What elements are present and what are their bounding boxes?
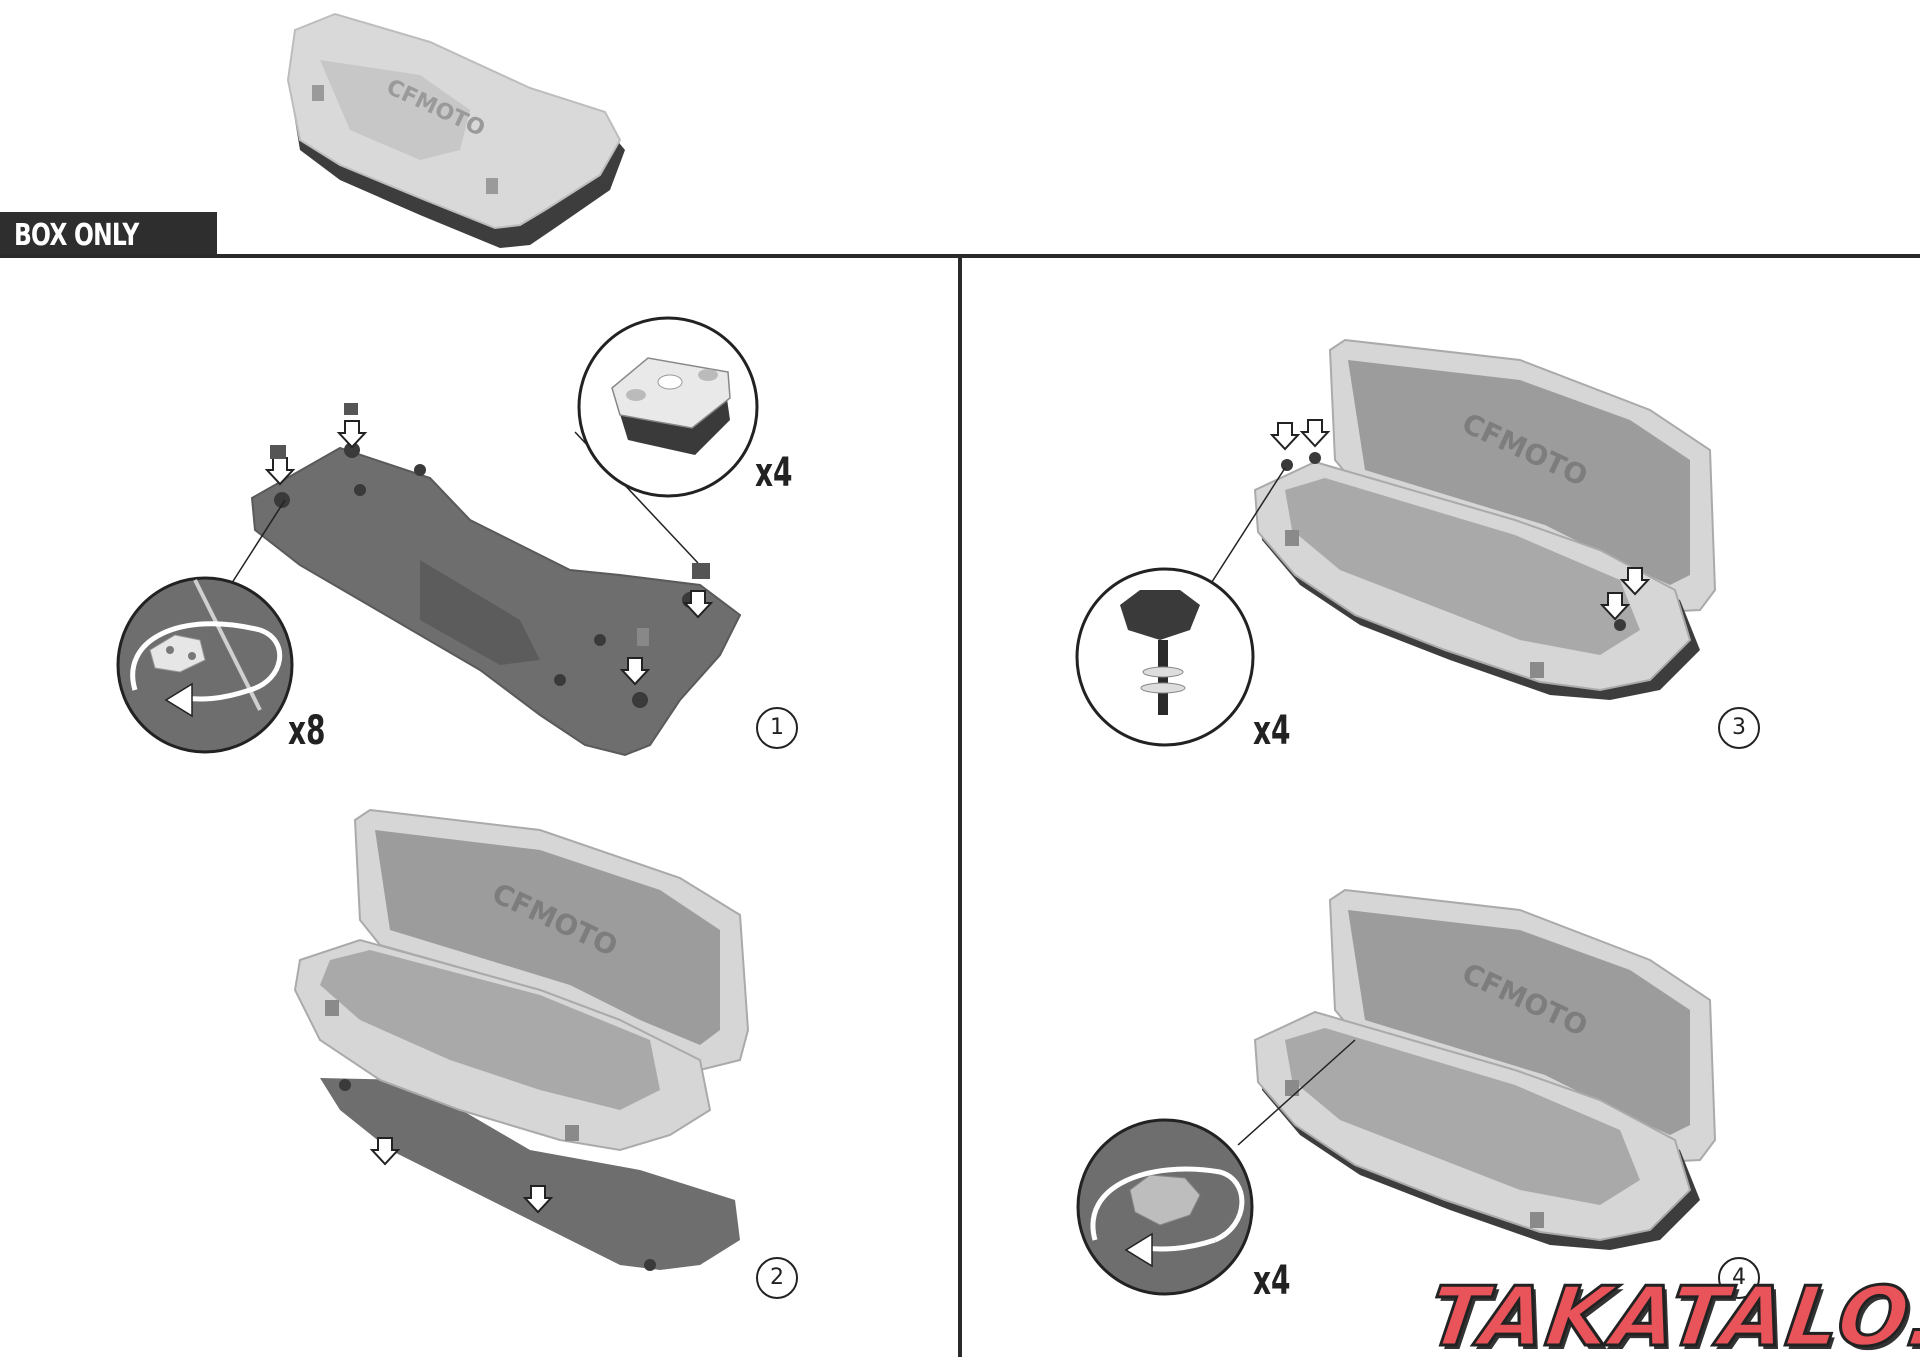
section-label: BOX ONLY [14,218,139,253]
step4-box-tightened: CFMOTO [1237,888,1717,1250]
step1-spacer-quantity: x4 [755,450,793,496]
step3-knob-quantity: x4 [1253,708,1291,754]
step-number-3: 3 [1718,707,1760,749]
step1-bolt-quantity: x8 [288,708,326,754]
step1-spacer-detail [577,316,759,498]
section-divider-vertical [958,256,962,1357]
step4-knob-detail [1076,1118,1254,1296]
overview-box-illustration: CFMOTO [286,12,625,248]
section-label-tag: BOX ONLY [0,212,217,255]
step-number-4: 4 [1718,1257,1760,1299]
step-number-1: 1 [756,707,798,749]
step3-box-with-knobs: CFMOTO [1209,338,1717,700]
step-number-2: 2 [756,1257,798,1299]
watermark-logo: TAKATALO.FI [1422,1269,1920,1365]
step2-box-on-plate: CFMOTO [293,808,750,1271]
step1-mounting-plate [204,403,742,757]
step1-bolt-detail [116,576,294,754]
step3-knob-detail [1075,567,1255,747]
step4-knob-quantity: x4 [1253,1258,1291,1304]
